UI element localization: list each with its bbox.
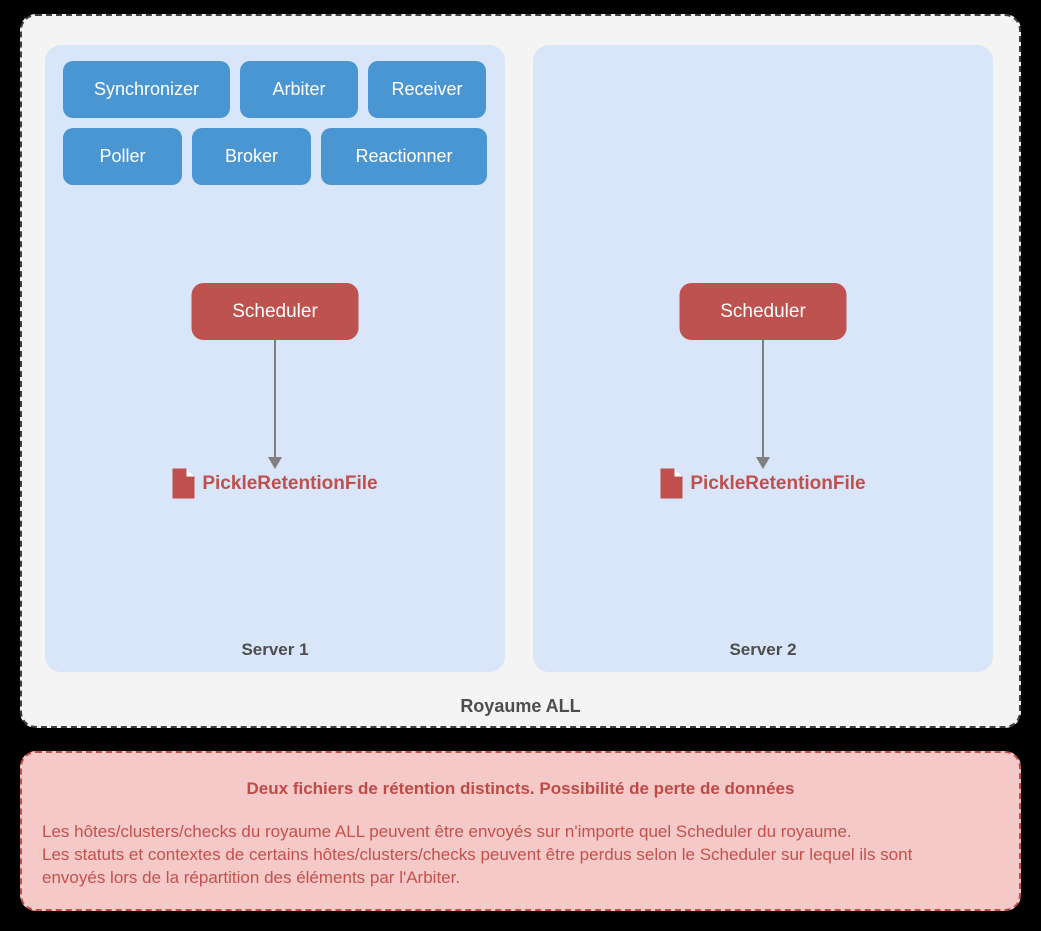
node-arbiter: Arbiter — [240, 61, 358, 118]
arrow-scheduler-to-file — [274, 340, 276, 458]
retention-file: PickleRetentionFile — [533, 468, 993, 499]
server-2-label: Server 2 — [729, 640, 797, 659]
royaume-all-container: Synchronizer Arbiter Receiver Poller Bro… — [20, 14, 1021, 728]
server-2-panel: Scheduler PickleRetentionFile Server 2 — [533, 45, 993, 672]
retention-file-label: PickleRetentionFile — [202, 472, 378, 494]
node-broker: Broker — [192, 128, 311, 185]
warning-title: Deux fichiers de rétention distincts. Po… — [246, 779, 795, 798]
warning-text-line: envoyés lors de la répartition des éléme… — [42, 868, 461, 887]
server-1-label: Server 1 — [241, 640, 309, 659]
warning-box: Deux fichiers de rétention distincts. Po… — [20, 751, 1021, 911]
file-icon — [172, 468, 195, 499]
node-receiver: Receiver — [368, 61, 486, 118]
server-1-panel: Synchronizer Arbiter Receiver Poller Bro… — [45, 45, 505, 672]
warning-text-line: Les hôtes/clusters/checks du royaume ALL… — [42, 822, 852, 841]
royaume-all-label: Royaume ALL — [460, 696, 581, 716]
node-scheduler: Scheduler — [191, 283, 359, 340]
node-scheduler: Scheduler — [679, 283, 847, 340]
retention-file-label: PickleRetentionFile — [690, 472, 866, 494]
warning-text-line: Les statuts et contextes de certains hôt… — [42, 845, 913, 864]
retention-file: PickleRetentionFile — [45, 468, 505, 499]
node-synchronizer: Synchronizer — [63, 61, 230, 118]
arrow-down-icon — [268, 457, 282, 469]
file-icon — [660, 468, 683, 499]
node-reactionner: Reactionner — [321, 128, 487, 185]
arrow-down-icon — [756, 457, 770, 469]
arrow-scheduler-to-file — [762, 340, 764, 458]
node-poller: Poller — [63, 128, 182, 185]
daemon-grid: Synchronizer Arbiter Receiver Poller Bro… — [63, 61, 487, 185]
